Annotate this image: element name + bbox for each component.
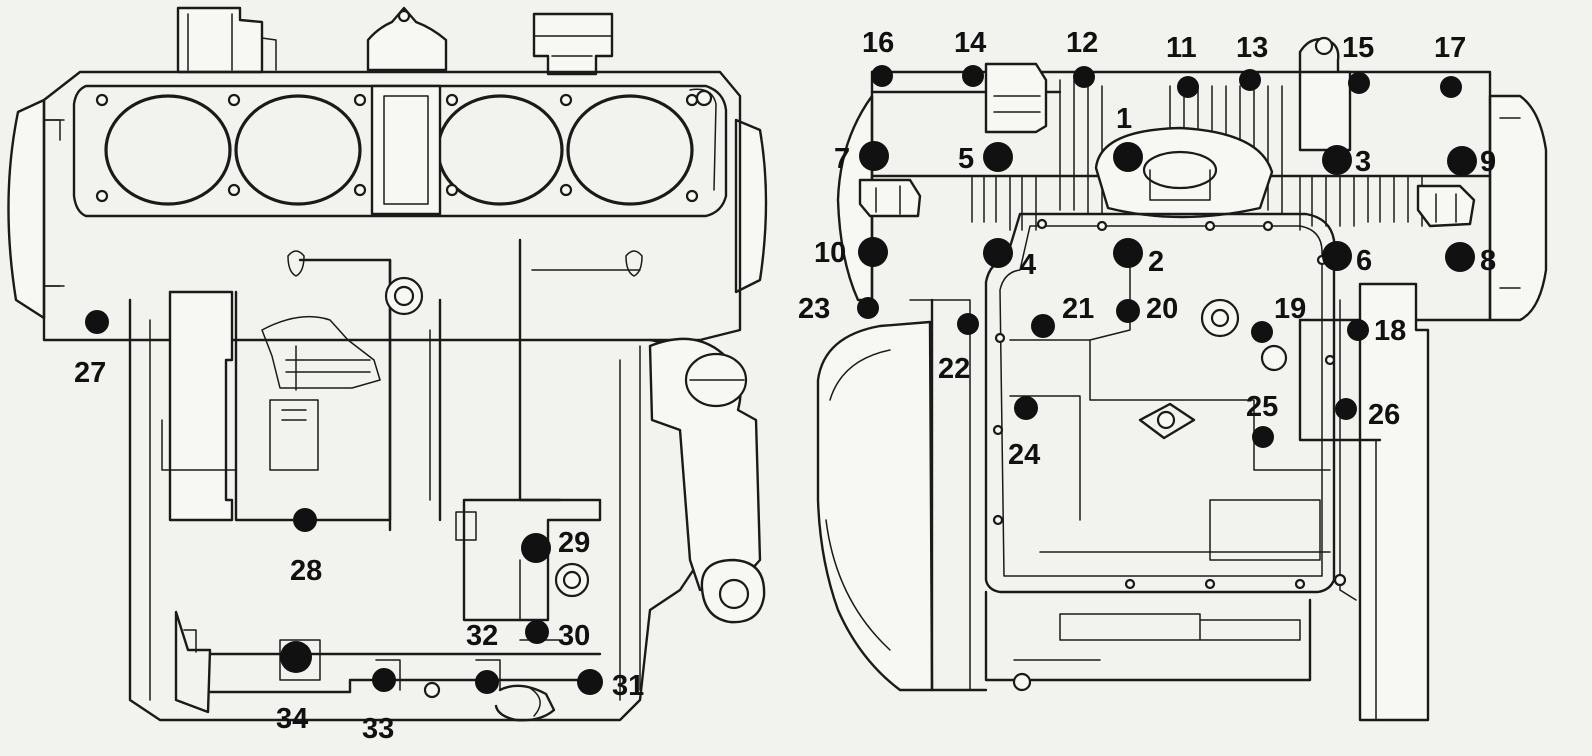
bolt-28-label: 28 bbox=[290, 555, 322, 587]
bolt-3-marker bbox=[1322, 145, 1352, 175]
bolt-26-label: 26 bbox=[1368, 399, 1400, 431]
bolt-16-label: 16 bbox=[862, 27, 894, 59]
bolt-34-label: 34 bbox=[276, 703, 308, 735]
bolt-19-label: 19 bbox=[1274, 293, 1306, 325]
bolt-23-marker bbox=[857, 297, 879, 319]
bolt-11-label: 11 bbox=[1166, 32, 1197, 64]
bolt-27-marker bbox=[85, 310, 109, 334]
bolt-2-marker bbox=[1113, 238, 1143, 268]
bolt-19-marker bbox=[1251, 321, 1273, 343]
bolt-9-marker bbox=[1447, 146, 1477, 176]
bolt-6-label: 6 bbox=[1356, 245, 1372, 277]
bolt-13-marker bbox=[1239, 69, 1261, 91]
bolt-33-label: 33 bbox=[362, 713, 394, 745]
bolt-21-marker bbox=[1031, 314, 1055, 338]
bolt-12-label: 12 bbox=[1066, 27, 1098, 59]
bolt-1-label: 1 bbox=[1116, 103, 1132, 135]
bolt-20-label: 20 bbox=[1146, 293, 1178, 325]
bolt-9-label: 9 bbox=[1480, 146, 1496, 178]
bolt-10-marker bbox=[858, 237, 888, 267]
bolt-26-marker bbox=[1335, 398, 1357, 420]
bolt-18-marker bbox=[1347, 319, 1369, 341]
bolt-27-label: 27 bbox=[74, 357, 106, 389]
bolt-25-label: 25 bbox=[1246, 391, 1278, 423]
bolt-4-marker bbox=[983, 238, 1013, 268]
bolt-6-marker bbox=[1322, 241, 1352, 271]
bolt-17-marker bbox=[1440, 76, 1462, 98]
bolt-34-marker bbox=[280, 641, 312, 673]
bolt-4-label: 4 bbox=[1020, 249, 1036, 281]
bolt-22-marker bbox=[957, 313, 979, 335]
upper-crankcase-drawing bbox=[7, 6, 768, 722]
bolt-30-label: 30 bbox=[558, 620, 590, 652]
bolt-30-marker bbox=[525, 620, 549, 644]
bolt-31-marker bbox=[577, 669, 603, 695]
bolt-25-marker bbox=[1252, 426, 1274, 448]
bolt-29-marker bbox=[521, 533, 551, 563]
bolt-16-marker bbox=[871, 65, 893, 87]
bolt-8-marker bbox=[1445, 242, 1475, 272]
bolt-29-label: 29 bbox=[558, 527, 590, 559]
bolt-20-marker bbox=[1116, 299, 1140, 323]
bolt-12-marker bbox=[1073, 66, 1095, 88]
bolt-24-label: 24 bbox=[1008, 439, 1040, 471]
bolt-22-label: 22 bbox=[938, 353, 970, 385]
bolt-28-marker bbox=[293, 508, 317, 532]
bolt-3-label: 3 bbox=[1355, 146, 1371, 178]
bolt-7-marker bbox=[859, 141, 889, 171]
bolt-10-label: 10 bbox=[814, 237, 846, 269]
bolt-33-marker bbox=[372, 668, 396, 692]
bolt-31-label: 31 bbox=[612, 670, 644, 702]
bolt-32-marker bbox=[475, 670, 499, 694]
bolt-17-label: 17 bbox=[1434, 32, 1466, 64]
bolt-18-label: 18 bbox=[1374, 315, 1406, 347]
bolt-8-label: 8 bbox=[1480, 245, 1496, 277]
bolt-13-label: 13 bbox=[1236, 32, 1268, 64]
bolt-24-marker bbox=[1014, 396, 1038, 420]
bolt-5-marker bbox=[983, 142, 1013, 172]
lower-case-bolt-markers: 16 14 12 11 13 15 17 1 7 5 3 9 10 4 2 6 … bbox=[798, 27, 1496, 471]
bolt-1-marker bbox=[1113, 142, 1143, 172]
lower-crankcase-drawing bbox=[816, 36, 1548, 722]
bolt-5-label: 5 bbox=[958, 143, 974, 175]
bolt-14-marker bbox=[962, 65, 984, 87]
bolt-21-label: 21 bbox=[1062, 293, 1094, 325]
bolt-15-marker bbox=[1348, 72, 1370, 94]
bolt-32-label: 32 bbox=[466, 620, 498, 652]
bolt-11-marker bbox=[1177, 76, 1199, 98]
bolt-14-label: 14 bbox=[954, 27, 986, 59]
bolt-15-label: 15 bbox=[1342, 32, 1374, 64]
bolt-7-label: 7 bbox=[834, 143, 850, 175]
bolt-2-label: 2 bbox=[1148, 246, 1164, 278]
upper-case-bolt-markers: 27 28 29 30 31 32 33 34 bbox=[74, 310, 644, 745]
bolt-23-label: 23 bbox=[798, 293, 830, 325]
